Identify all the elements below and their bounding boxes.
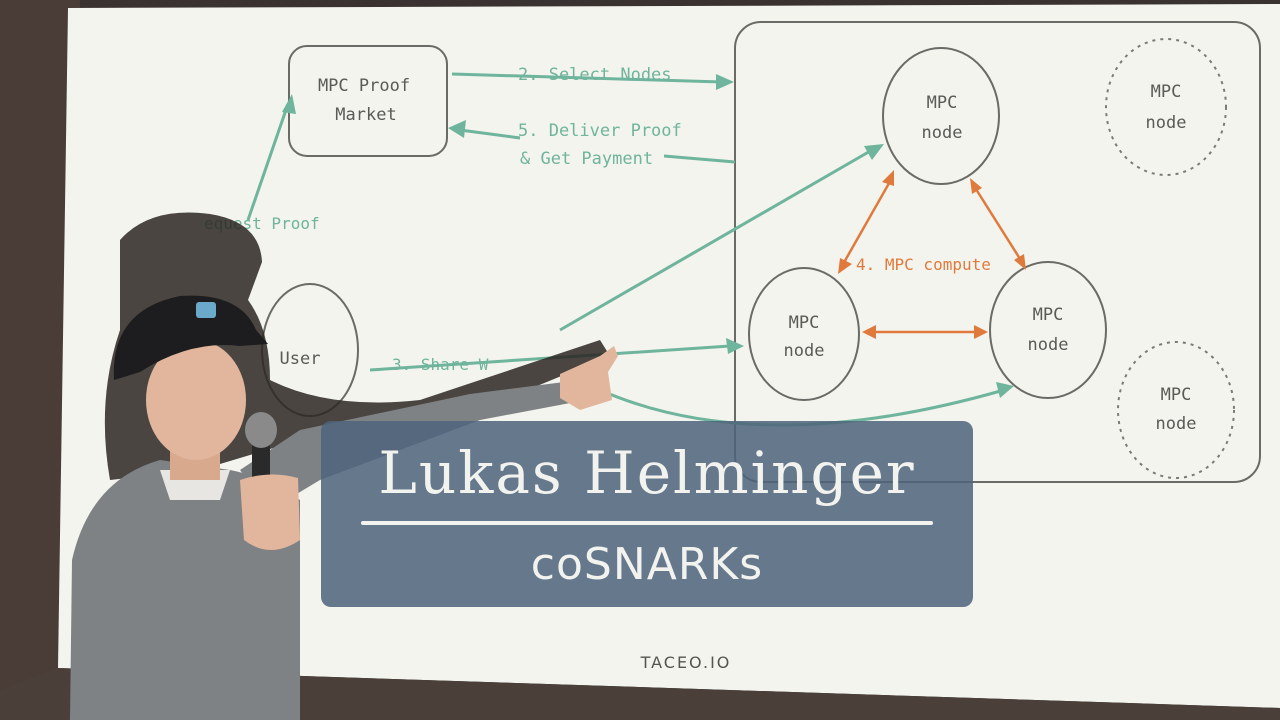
share-witness-arrowhead-bottom — [996, 382, 1014, 398]
mpc-node-right-label-1: MPC — [1033, 305, 1064, 325]
mpc-node-dotted-bottom: MPC node — [1117, 341, 1235, 479]
speaker-name: Lukas Helminger — [378, 439, 916, 507]
speaker — [70, 295, 618, 720]
user-label: User — [280, 349, 321, 369]
mpc-compute-arrowhead-1 — [882, 170, 894, 186]
mpc-node-top-circle — [882, 47, 1000, 185]
caption-divider — [361, 521, 933, 525]
mpc-network-box — [734, 21, 1261, 483]
speaker-face — [146, 340, 246, 460]
share-witness-arrowhead-top — [864, 144, 884, 160]
deliver-proof-label-2: & Get Payment — [520, 149, 653, 169]
mpc-compute-label: 4. MPC compute — [856, 255, 991, 274]
mpc-compute-arrowhead-5 — [862, 325, 876, 339]
mpc-node-dotted-top-label-1: MPC — [1151, 82, 1182, 102]
mpc-compute-arrowhead-4 — [1014, 254, 1026, 270]
proof-market-label-1: MPC Proof — [318, 76, 410, 96]
mpc-node-right-label-2: node — [1028, 335, 1069, 355]
mpc-node-top: MPC node — [882, 47, 1000, 185]
share-witness-arrow-top — [559, 148, 873, 332]
share-witness-label: 3. Share W — [392, 355, 489, 374]
mpc-node-left-label-2: node — [784, 341, 825, 361]
mpc-compute-arrowhead-3 — [970, 178, 982, 194]
mpc-compute-arrow-left — [840, 177, 894, 267]
speaker-hoodie — [70, 460, 300, 720]
mpc-node-right-circle — [989, 261, 1107, 399]
lower-third-caption: Lukas Helminger coSNARKs — [321, 421, 973, 607]
proof-market-label-2: Market — [335, 105, 396, 125]
talk-title: coSNARKs — [530, 539, 764, 590]
mpc-node-left: MPC node — [748, 267, 860, 401]
mpc-node-dotted-top: MPC node — [1105, 38, 1227, 176]
mpc-compute-arrowhead-6 — [974, 325, 988, 339]
speaker-pointing-hand — [560, 346, 618, 410]
mpc-node-right: MPC node — [989, 261, 1107, 399]
share-witness-arrowhead — [726, 338, 744, 354]
mpc-node-top-label-1: MPC — [927, 93, 958, 113]
request-proof-arrow — [246, 103, 290, 221]
mpc-node-dotted-top-circle — [1105, 38, 1227, 176]
mpc-node-left-label-1: MPC — [789, 313, 820, 333]
cap-logo — [196, 302, 216, 318]
select-nodes-label: 2. Select Nodes — [518, 65, 672, 85]
floor-shadow — [0, 668, 1280, 720]
speaker-cap — [113, 295, 268, 380]
mpc-node-left-circle — [748, 267, 860, 401]
mpc-compute-arrowhead-2 — [838, 258, 852, 274]
select-nodes-arrow — [451, 72, 723, 84]
speaker-mic-hand — [240, 474, 300, 550]
deliver-proof-arrowhead — [448, 120, 466, 138]
deliver-proof-tail — [663, 154, 736, 164]
mpc-node-dotted-bottom-label-2: node — [1156, 414, 1197, 434]
deliver-proof-arrow — [459, 128, 521, 140]
slide-footer: TACEO.IO — [640, 653, 732, 672]
deliver-proof-label-1: 5. Deliver Proof — [518, 121, 682, 141]
microphone-head — [245, 412, 277, 448]
mpc-node-top-label-2: node — [922, 123, 963, 143]
select-nodes-arrowhead — [716, 74, 734, 90]
request-proof-arrowhead — [282, 94, 296, 114]
mpc-compute-arrow-right — [972, 185, 1024, 263]
mpc-compute-arrows: 4. MPC compute — [838, 170, 1026, 339]
mpc-node-dotted-top-label-2: node — [1146, 113, 1187, 133]
mpc-node-dotted-bottom-label-1: MPC — [1161, 385, 1192, 405]
mpc-node-dotted-bottom-circle — [1117, 341, 1235, 479]
